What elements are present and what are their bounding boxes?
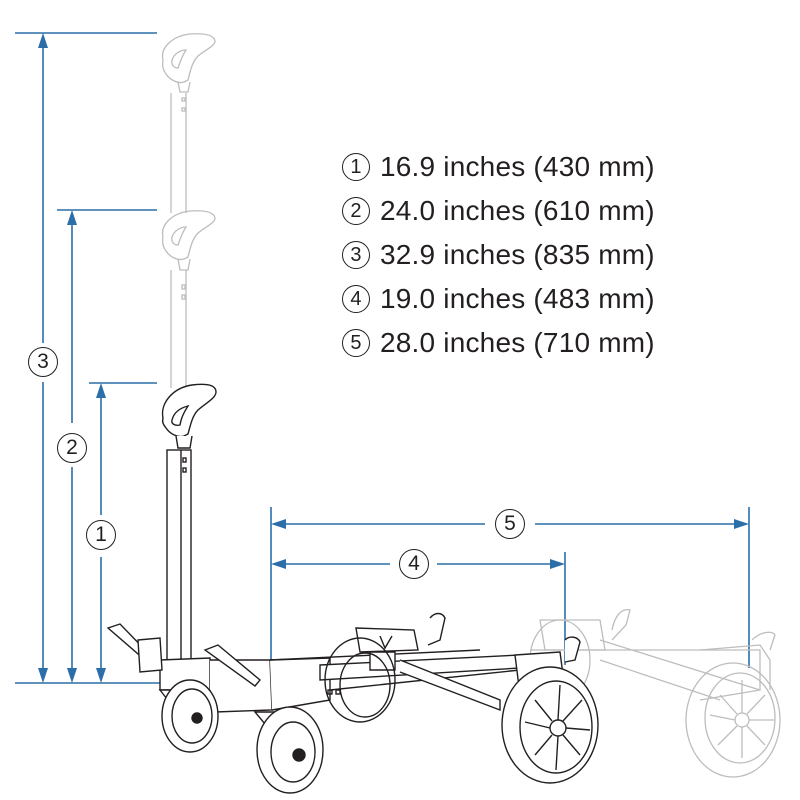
legend-text-2: 24.0 inches (610 mm) (380, 195, 655, 226)
wagon-main (106, 383, 599, 794)
legend-item-2: 2 24.0 inches (610 mm) (342, 189, 722, 233)
circled-number-1: 1 (342, 153, 370, 181)
legend-text-1: 16.9 inches (430 mm) (380, 151, 655, 182)
legend-item-4: 4 19.0 inches (483 mm) (342, 277, 722, 321)
dimension-legend: 1 16.9 inches (430 mm) 2 24.0 inches (61… (342, 145, 722, 365)
circled-number-3: 3 (342, 241, 370, 269)
legend-item-3: 3 32.9 inches (835 mm) (342, 233, 722, 277)
handle-ghost-extended-high (161, 33, 216, 213)
dimension-label-3: 3 (28, 347, 58, 377)
dimension-label-5: 5 (495, 509, 525, 539)
legend-item-5: 5 28.0 inches (710 mm) (342, 321, 722, 365)
circled-number-4: 4 (342, 285, 370, 313)
wagon-ghost-extended (529, 609, 781, 778)
dimension-label-4: 4 (399, 549, 429, 579)
height-dimension-lines (15, 32, 160, 684)
dimension-label-2: 2 (57, 433, 87, 463)
handle-ghost-extended-mid (161, 210, 216, 388)
legend-text-5: 28.0 inches (710 mm) (380, 327, 655, 358)
length-dimension-lines (270, 507, 750, 668)
circled-number-2: 2 (342, 197, 370, 225)
dimension-label-1: 1 (86, 520, 116, 550)
legend-item-1: 1 16.9 inches (430 mm) (342, 145, 722, 189)
circled-number-5: 5 (342, 329, 370, 357)
legend-text-3: 32.9 inches (835 mm) (380, 239, 655, 270)
legend-text-4: 19.0 inches (483 mm) (380, 283, 655, 314)
